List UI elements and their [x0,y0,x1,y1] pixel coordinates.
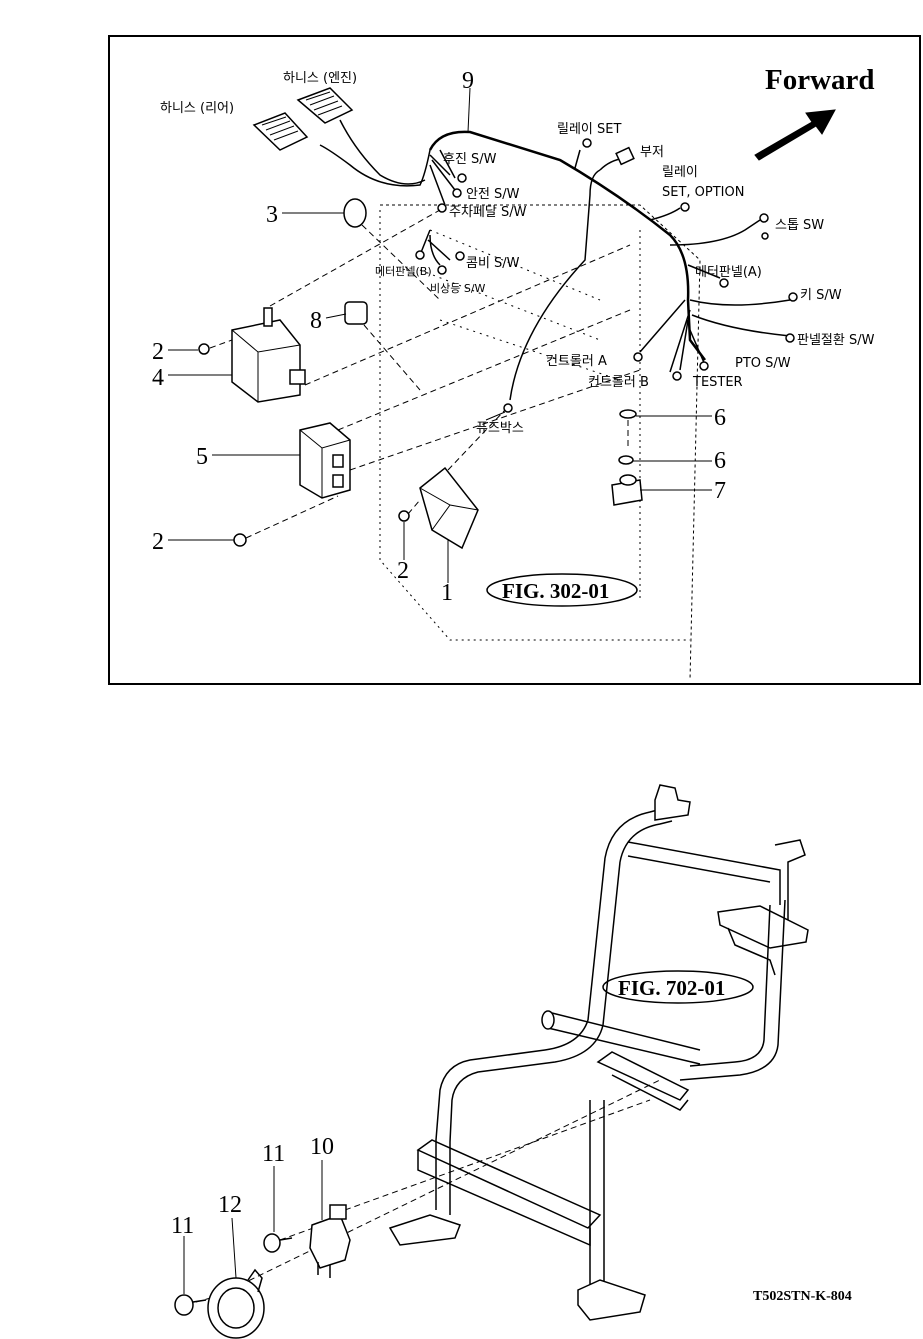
fig-702-label: FIG. 702-01 [618,976,725,1000]
callout-2-mid: 2 [152,529,164,555]
frame-bracket-drawing [388,784,809,1321]
fig-302-label: FIG. 302-01 [502,579,609,603]
part-3-bulb [343,198,441,301]
callout-2-low: 2 [397,558,409,584]
forward-arrow-icon [754,109,836,161]
label-relay-set: 릴레이 SET [557,122,621,137]
part-1-unit [419,409,506,550]
callout-6-top: 6 [714,405,726,431]
callout-1: 1 [441,580,453,606]
harness-plug-engine [296,87,354,124]
harness-plug-rear [252,112,309,151]
part-11-bolts [174,1233,293,1316]
callout-11-top: 11 [262,1141,285,1167]
label-safety-sw: 안전 S/W [466,187,520,202]
label-reverse-sw: 후진 S/W [443,152,497,167]
label-fuse-box: 퓨즈박스 [476,421,524,436]
callout-6-bottom: 6 [714,448,726,474]
callout-leaders-bottom [183,1160,323,1294]
buzzer-part [615,146,635,166]
part-5-controller [299,309,641,499]
label-parking-pedal-sw: 주차페달 S/W [449,205,527,220]
fig-702-oval [602,970,754,1004]
part-12-horn [207,1268,265,1339]
callout-leaders [168,87,712,583]
label-pto-sw: PTO S/W [735,356,791,371]
forward-label: Forward [765,64,875,96]
label-harness-rear: 하니스 (리어) [160,101,234,116]
callout-10: 10 [310,1134,334,1160]
label-buzzer: 부저 [640,145,664,160]
part-2-screws [198,339,421,547]
document-code: T502STN-K-804 [753,1289,852,1304]
part-10-switch [309,1204,351,1278]
part-8-sensor [344,301,421,391]
callout-8: 8 [310,308,322,334]
part-6-7-stack [611,409,643,506]
callout-2-top: 2 [152,339,164,365]
callout-4: 4 [152,365,164,391]
label-meter-panel-b: 메터판넬(B) [375,265,432,278]
fig-302-oval [486,573,638,607]
label-controller-b: 컨트롤러 B [588,375,649,390]
label-panel-switch-sw: 판넬절환 S/W [797,333,875,348]
label-relay: 릴레이 [662,165,698,180]
label-hazard-sw: 비상등 S/W [430,282,486,295]
label-key-sw: 키 S/W [800,288,842,303]
callout-5: 5 [196,444,208,470]
figure-frame-302 [108,35,921,685]
callout-9: 9 [462,68,474,94]
label-stop-sw: 스톱 SW [775,218,824,233]
part-4-relay-box [231,209,631,403]
callout-11-bottom: 11 [171,1213,194,1239]
label-relay-set-option: SET, OPTION [662,185,744,200]
connectors [415,138,798,413]
label-harness-engine: 하니스 (엔진) [283,71,357,86]
label-controller-a: 컨트롤러 A [546,354,607,369]
label-meter-panel-a: 메터판넬(A) [695,265,762,280]
callout-3: 3 [266,202,278,228]
callout-7: 7 [714,478,726,504]
callout-12: 12 [218,1192,242,1218]
label-tester: TESTER [692,375,743,390]
tractor-body-outline [379,204,701,681]
label-brake-sw: 콤비 S/W [466,256,520,271]
